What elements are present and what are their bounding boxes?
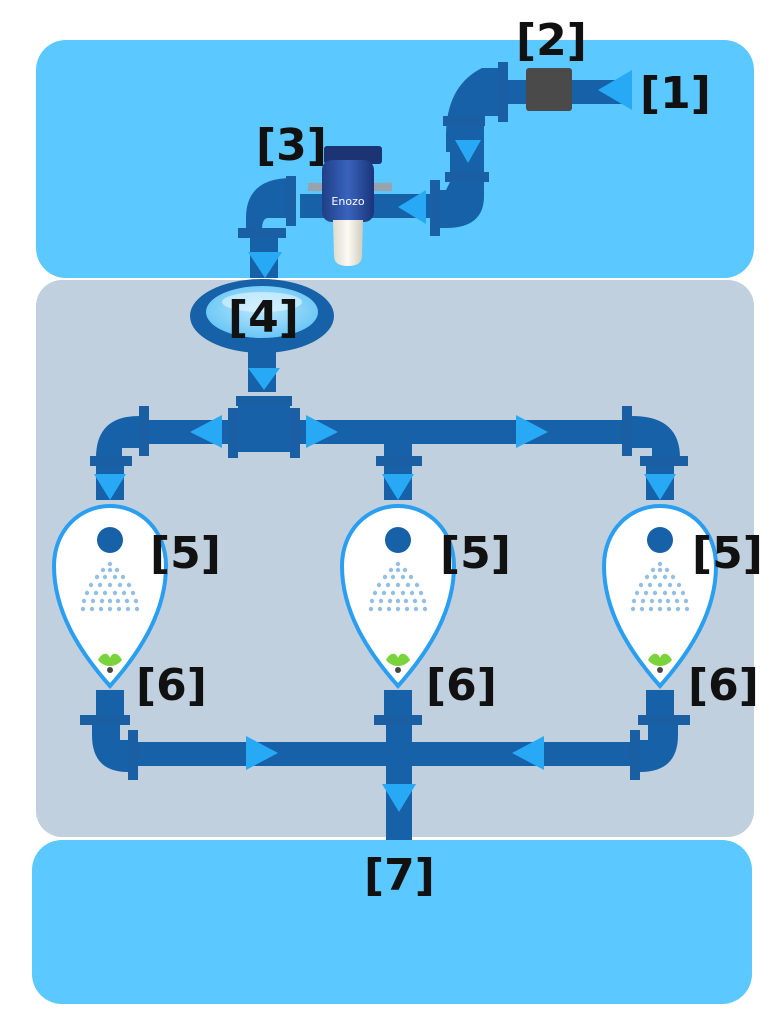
flow-arrow-icon	[190, 415, 222, 448]
flow-arrow-icon	[248, 368, 280, 390]
drain-zone	[32, 840, 752, 1004]
valve-icon	[526, 68, 572, 111]
label-spray-left: [5]	[150, 528, 221, 579]
flow-arrow-icon	[398, 190, 426, 224]
flow-arrow-icon	[644, 474, 676, 500]
label-spray-right: [5]	[692, 528, 763, 579]
label-inlet: [1]	[640, 68, 711, 119]
label-valve: [2]	[516, 15, 587, 66]
label-outlet-left: [6]	[136, 660, 207, 711]
flow-arrow-icon	[246, 736, 278, 770]
flow-arrow-icon	[382, 474, 414, 500]
label-outlet-center: [6]	[426, 660, 497, 711]
flow-arrow-icon	[248, 252, 282, 278]
label-tank: [4]	[228, 292, 299, 343]
flow-arrow-icon	[598, 70, 632, 110]
mixing-tank-icon	[190, 279, 334, 353]
flow-arrow-icon	[94, 474, 126, 500]
flow-arrow-icon	[382, 784, 416, 812]
flow-arrow-icon	[306, 415, 338, 448]
collection-pipe	[80, 690, 690, 840]
ozone-generator-icon: Enozo	[308, 146, 392, 266]
label-device: [3]	[256, 120, 327, 171]
supply-pipe	[238, 62, 630, 278]
label-drain: [7]	[364, 850, 435, 901]
label-outlet-right: [6]	[688, 660, 759, 711]
flow-arrow-icon	[512, 736, 544, 770]
device-brand: Enozo	[331, 195, 364, 208]
flow-arrow-icon	[455, 140, 481, 163]
label-spray-center: [5]	[440, 528, 511, 579]
flow-arrow-icon	[516, 415, 548, 448]
